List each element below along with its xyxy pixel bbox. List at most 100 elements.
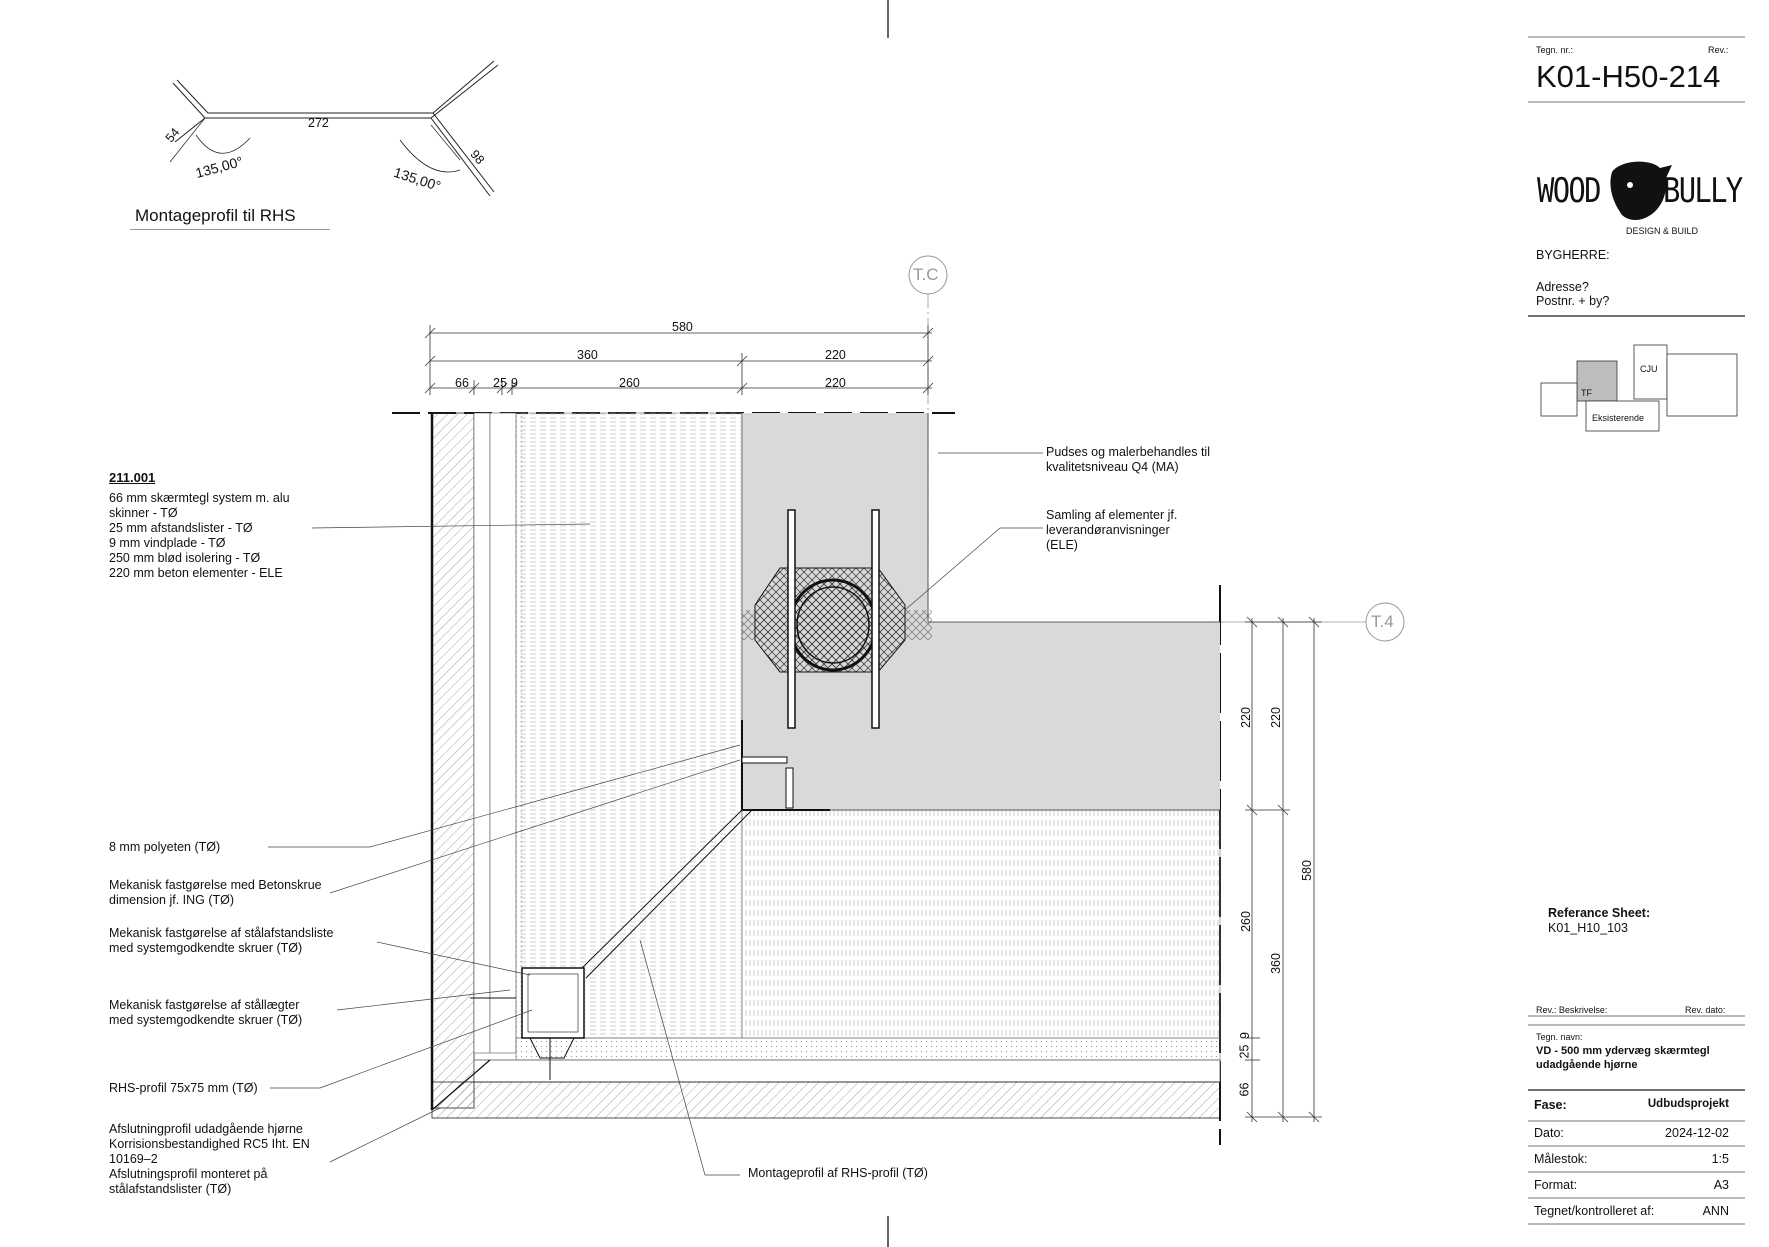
tb-format-value: A3 <box>1713 1178 1729 1192</box>
note-corner-finish: Afslutningprofil udadgående hjørne Korri… <box>109 1122 310 1197</box>
wall-build-up-line: 66 mm skærmtegl system m. alu <box>109 491 290 505</box>
wall-build-up-line: skinner - TØ <box>109 506 178 520</box>
top-dimensions <box>424 325 934 395</box>
note-line: kvalitetsniveau Q4 (MA) <box>1046 460 1179 474</box>
note-line: Mekanisk fastgørelse med Betonskrue <box>109 878 322 892</box>
gridline-t4-label: T.4 <box>1371 612 1394 631</box>
note-line: RHS-profil 75x75 mm (TØ) <box>109 1081 258 1095</box>
leader-lines <box>268 452 1043 1176</box>
element-joint <box>742 509 932 729</box>
tb-date-label: Dato: <box>1534 1126 1564 1140</box>
dim-top-220b: 220 <box>825 376 846 390</box>
logo-wood: WOOD <box>1537 171 1602 211</box>
note-element-joint: Samling af elementer jf. leverandøranvis… <box>1046 508 1177 553</box>
tb-scale-label: Målestok: <box>1534 1152 1588 1166</box>
right-dimensions <box>1245 616 1322 1123</box>
corner-profile <box>431 1059 491 1111</box>
note-line: med systemgodkendte skruer (TØ) <box>109 1013 303 1027</box>
tb-format-row: Format: A3 <box>1534 1178 1729 1192</box>
wall-layers <box>430 412 1221 1119</box>
detail-title-underline <box>130 229 330 230</box>
profile-sketch <box>169 60 499 197</box>
note-mounting-profile: Montageprofil af RHS-profil (TØ) <box>748 1166 928 1180</box>
note-line: Korrisionsbestandighed RC5 Iht. EN <box>109 1137 310 1151</box>
note-line: Afslutningsprofil monteret på <box>109 1167 268 1181</box>
tb-reference-label: Referance Sheet: <box>1548 906 1651 920</box>
keyplan-tf: TF <box>1581 388 1592 398</box>
dim-right-220a: 220 <box>1238 707 1253 728</box>
tb-reference-value: K01_H10_103 <box>1548 921 1628 935</box>
tb-drawing-no: K01-H50-214 <box>1536 59 1721 94</box>
note-line: leverandøranvisninger <box>1046 523 1170 537</box>
dim-right-9: 9 <box>1237 1032 1252 1039</box>
tb-drawn-row: Tegnet/kontrolleret af: ANN <box>1534 1204 1729 1218</box>
tb-rev-label: Rev.: <box>1708 45 1729 55</box>
wall-build-up-line: 220 mm beton elementer - ELE <box>109 566 283 580</box>
tb-client-label: BYGHERRE: <box>1536 248 1610 262</box>
note-line: 10169–2 <box>109 1152 158 1166</box>
wall-build-up-line: 25 mm afstandslister - TØ <box>109 521 253 535</box>
tb-name-line1: VD - 500 mm ydervæg skærmtegl <box>1536 1045 1710 1057</box>
tb-postal: Postnr. + by? <box>1536 294 1610 308</box>
note-line: med systemgodkendte skruer (TØ) <box>109 941 303 955</box>
tb-address: Adresse? <box>1536 280 1589 294</box>
tb-date-value: 2024-12-02 <box>1665 1126 1729 1140</box>
wall-build-up-code: 211.001 <box>109 470 156 485</box>
detail-title: Montageprofil til RHS <box>135 206 296 225</box>
tb-name-label: Tegn. navn: <box>1536 1032 1583 1042</box>
note-concrete-screw: Mekanisk fastgørelse med Betonskrue dime… <box>109 878 322 908</box>
note-line: Mekanisk fastgørelse af stålafstandslist… <box>109 926 334 940</box>
wall-build-up-line: 9 mm vindplade - TØ <box>109 536 226 550</box>
tb-format-label: Format: <box>1534 1178 1578 1192</box>
logo-subtitle: DESIGN & BUILD <box>1626 226 1699 236</box>
note-line: Mekanisk fastgørelse af stållægter <box>109 998 300 1012</box>
dim-top-220a: 220 <box>825 348 846 362</box>
note-steel-spacer: Mekanisk fastgørelse af stålafstandslist… <box>109 926 333 956</box>
dim-right-580: 580 <box>1299 860 1314 881</box>
rhs-bracket <box>470 720 830 1080</box>
note-polyethylene: 8 mm polyeten (TØ) <box>109 840 220 855</box>
note-rhs-profile: RHS-profil 75x75 mm (TØ) <box>109 1081 258 1096</box>
tb-drawn-label: Tegnet/kontrolleret af: <box>1534 1204 1655 1218</box>
dim-right-66: 66 <box>1237 1082 1252 1097</box>
dim-top-260: 260 <box>619 376 640 390</box>
tb-phase-row: Fase: Udbudsprojekt <box>1534 1098 1729 1112</box>
tb-drawn-value: ANN <box>1702 1204 1729 1218</box>
note-steel-battens: Mekanisk fastgørelse af stållægter med s… <box>109 998 302 1028</box>
wall-build-up: 211.001 66 mm skærmtegl system m. alu sk… <box>109 470 290 581</box>
tb-date-row: Dato: 2024-12-02 <box>1534 1126 1729 1140</box>
profile-dim-272: 272 <box>308 116 329 130</box>
dim-right-360: 360 <box>1268 953 1283 974</box>
key-plan <box>1540 344 1738 432</box>
note-line: 8 mm polyeten (TØ) <box>109 840 221 854</box>
note-line: Samling af elementer jf. <box>1046 508 1178 522</box>
logo-bully: BULLY <box>1663 171 1743 211</box>
dim-right-260: 260 <box>1238 911 1253 932</box>
note-line: Pudses og malerbehandles til <box>1046 445 1210 459</box>
note-line: stålafstandslister (TØ) <box>109 1182 232 1196</box>
tb-rev-date-label: Rev. dato: <box>1685 1005 1726 1015</box>
tb-phase-value: Udbudsprojekt <box>1647 1098 1729 1110</box>
tb-name-line2: udadgående hjørne <box>1536 1059 1638 1071</box>
logo-bull-icon <box>1610 161 1672 220</box>
note-line: Afslutningprofil udadgående hjørne <box>109 1122 303 1136</box>
wall-build-up-line: 250 mm blød isolering - TØ <box>109 551 261 565</box>
dim-right-220b: 220 <box>1268 707 1283 728</box>
dim-right-25: 25 <box>1237 1044 1252 1059</box>
tb-rev-desc-label: Rev.: Beskrivelse: <box>1536 1005 1608 1015</box>
dim-top-9: 9 <box>511 376 518 390</box>
dim-top-360: 360 <box>577 348 598 362</box>
note-line: (ELE) <box>1046 538 1078 552</box>
tb-phase-label: Fase: <box>1534 1098 1567 1112</box>
keyplan-cju: CJU <box>1640 364 1658 374</box>
keyplan-existing: Eksisterende <box>1592 413 1645 423</box>
dim-top-25: 25 <box>493 376 507 390</box>
tb-scale-value: 1:5 <box>1711 1152 1729 1166</box>
dim-top-580: 580 <box>672 320 693 334</box>
note-line: dimension jf. ING (TØ) <box>109 893 235 907</box>
dim-top-66: 66 <box>455 376 469 390</box>
note-plaster: Pudses og malerbehandles til kvalitetsni… <box>1046 445 1210 475</box>
tb-drawing-no-label: Tegn. nr.: <box>1536 45 1574 55</box>
tb-scale-row: Målestok: 1:5 <box>1534 1152 1729 1166</box>
